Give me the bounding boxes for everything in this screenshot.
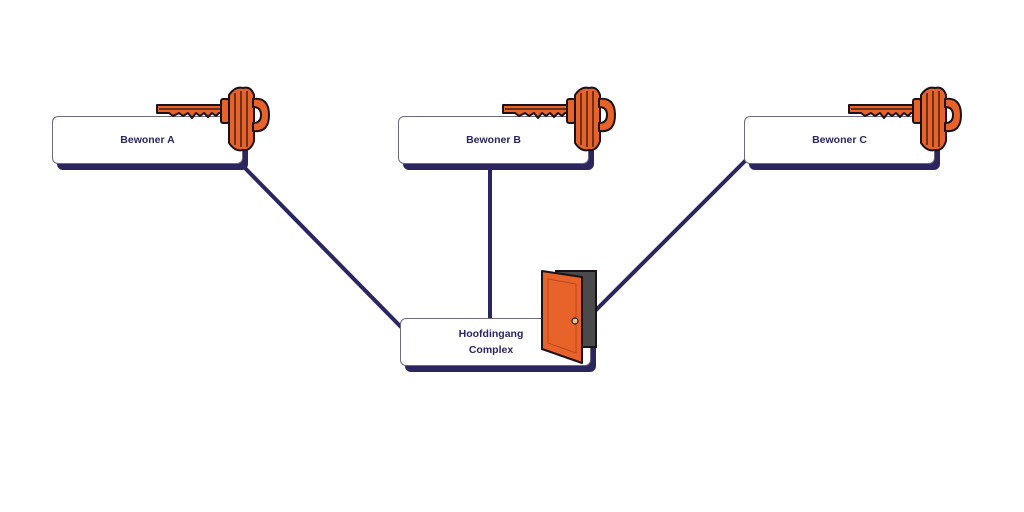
- edge-resident-a-to-entrance: [241, 164, 404, 330]
- resident-b-label: Bewoner B: [466, 134, 521, 146]
- key-icon: [848, 86, 962, 152]
- resident-c-label: Bewoner C: [812, 134, 867, 146]
- resident-a-node: Bewoner A: [52, 116, 243, 164]
- key-icon: [156, 86, 270, 152]
- open-door-icon: [541, 270, 597, 364]
- edge-resident-c-to-entrance: [588, 156, 750, 318]
- key-icon: [502, 86, 616, 152]
- resident-b-node: Bewoner B: [398, 116, 589, 164]
- main-entrance-label-line1: Hoofdingang: [458, 328, 524, 340]
- main-entrance-label-line2: Complex: [468, 344, 514, 356]
- resident-a-label: Bewoner A: [120, 134, 175, 146]
